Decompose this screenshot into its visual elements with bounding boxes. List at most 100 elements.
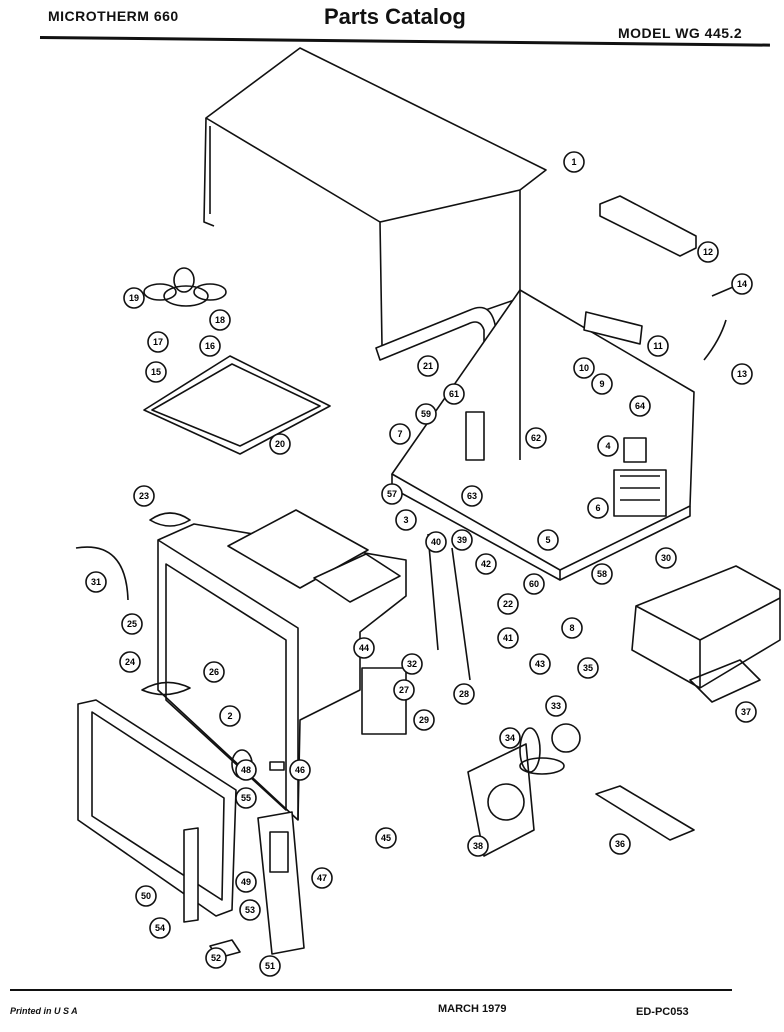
callout-9: 9 (591, 373, 613, 395)
model-number: MODEL WG 445.2 (618, 25, 743, 41)
power-cord (75, 546, 129, 601)
callout-25: 25 (121, 613, 143, 635)
callout-55: 55 (235, 787, 257, 809)
page-title: Parts Catalog (324, 4, 466, 29)
transformer (613, 469, 667, 517)
callout-57: 57 (381, 483, 403, 505)
callout-48: 48 (235, 759, 257, 781)
callout-40: 40 (425, 531, 447, 553)
callout-51: 51 (259, 955, 281, 977)
fan-motor (551, 723, 581, 753)
callout-label: 36 (615, 839, 625, 849)
callout-label: 3 (403, 515, 408, 525)
callout-label: 51 (265, 961, 275, 971)
callout-53: 53 (239, 899, 261, 921)
callout-label: 18 (215, 315, 225, 325)
callout-label: 40 (431, 537, 441, 547)
callout-label: 14 (737, 279, 747, 289)
callout-12: 12 (697, 241, 719, 263)
printed-in-note: Printed in U S A (10, 1006, 78, 1016)
control-panel (257, 811, 305, 955)
callout-label: 2 (227, 711, 232, 721)
document-code: ED-PC053 (636, 1006, 689, 1018)
callout-label: 64 (635, 401, 645, 411)
publication-date: MARCH 1979 (438, 1003, 507, 1015)
cavity-assembly (157, 509, 407, 821)
callout-label: 21 (423, 361, 433, 371)
callout-label: 38 (473, 841, 483, 851)
callout-33: 33 (545, 695, 567, 717)
callout-18: 18 (209, 309, 231, 331)
relay-64 (623, 437, 647, 463)
callout-63: 63 (461, 485, 483, 507)
callout-label: 35 (583, 663, 593, 673)
magnetron (361, 667, 407, 735)
callout-label: 5 (545, 535, 550, 545)
callout-label: 30 (661, 553, 671, 563)
callout-8: 8 (561, 617, 583, 639)
callout-label: 31 (91, 577, 101, 587)
clip-46 (269, 761, 285, 771)
footer-rule (10, 989, 732, 991)
cabinet-wrapper (203, 47, 547, 347)
callout-label: 53 (245, 905, 255, 915)
callout-label: 57 (387, 489, 397, 499)
callout-label: 11 (653, 341, 663, 351)
callout-label: 22 (503, 599, 513, 609)
callout-label: 49 (241, 877, 251, 887)
callout-label: 43 (535, 659, 545, 669)
callout-27: 27 (393, 679, 415, 701)
callout-54: 54 (149, 917, 171, 939)
callout-30: 30 (655, 547, 677, 569)
callout-17: 17 (147, 331, 169, 353)
top-bracket (599, 195, 697, 257)
callout-label: 44 (359, 643, 369, 653)
callout-label: 25 (127, 619, 137, 629)
callout-label: 7 (397, 429, 402, 439)
callout-61: 61 (443, 383, 465, 405)
callout-label: 42 (481, 559, 491, 569)
callout-label: 10 (579, 363, 589, 373)
capacitor (465, 411, 485, 461)
callout-47: 47 (311, 867, 333, 889)
callout-36: 36 (609, 833, 631, 855)
callout-label: 50 (141, 891, 151, 901)
callout-label: 39 (457, 535, 467, 545)
callout-label: 34 (505, 733, 515, 743)
callout-31: 31 (85, 571, 107, 593)
callout-label: 58 (597, 569, 607, 579)
callout-11: 11 (647, 335, 669, 357)
callout-label: 19 (129, 293, 139, 303)
callout-label: 12 (703, 247, 713, 257)
catalog-series-title: MICROTHERM 660 (48, 8, 179, 24)
latch-plate-24 (141, 681, 191, 696)
callout-label: 47 (317, 873, 327, 883)
callout-13: 13 (731, 363, 753, 385)
callout-label: 61 (449, 389, 459, 399)
callout-label: 17 (153, 337, 163, 347)
callout-label: 16 (205, 341, 215, 351)
callout-5: 5 (537, 529, 559, 551)
callout-label: 55 (241, 793, 251, 803)
callout-label: 27 (399, 685, 409, 695)
callout-49: 49 (235, 871, 257, 893)
fan-blade (519, 727, 565, 775)
interlock-switches (427, 533, 471, 681)
callout-label: 28 (459, 689, 469, 699)
callout-24: 24 (119, 651, 141, 673)
callout-label: 60 (529, 579, 539, 589)
callout-label: 26 (209, 667, 219, 677)
callout-14: 14 (731, 273, 753, 295)
callout-20: 20 (269, 433, 291, 455)
callout-label: 37 (741, 707, 751, 717)
callout-38: 38 (467, 835, 489, 857)
callout-45: 45 (375, 827, 397, 849)
callout-28: 28 (453, 683, 475, 705)
callout-19: 19 (123, 287, 145, 309)
callout-43: 43 (529, 653, 551, 675)
callout-label: 32 (407, 659, 417, 669)
callout-7: 7 (389, 423, 411, 445)
callout-label: 54 (155, 923, 165, 933)
